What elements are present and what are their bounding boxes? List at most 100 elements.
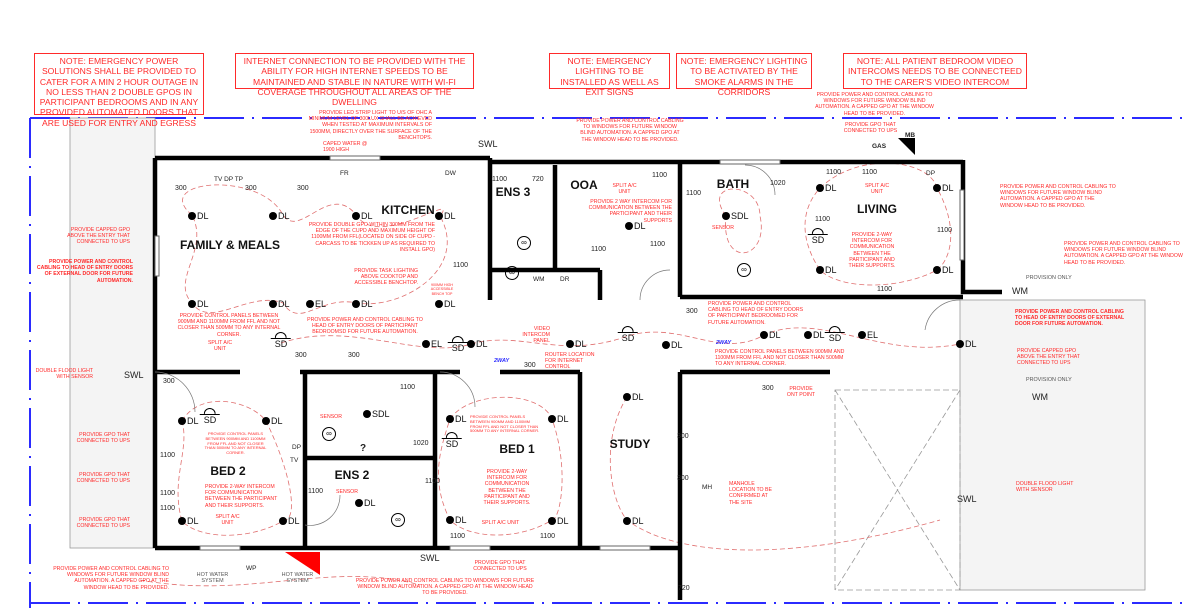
fixture-dot-icon — [760, 331, 768, 339]
annotation-external-door: PROVIDE POWER AND CONTROL CABLING TO HEA… — [36, 259, 133, 284]
paving-areas — [69, 117, 1146, 591]
fixture-label: DL — [288, 516, 300, 526]
fixture-dot-icon — [623, 517, 631, 525]
downlight-icon: DL — [355, 498, 376, 508]
annotation-gpo-ups: PROVIDE GPO THAT CONNECTED TO UPS — [76, 517, 130, 530]
fixture-label: DL — [634, 221, 646, 231]
fixture-label: SD — [445, 439, 459, 449]
fixture-dot-icon — [422, 340, 430, 348]
annotation-split-ac: SPLIT A/C UNIT — [207, 340, 233, 353]
annotation-gpo-ups: PROVIDE GPO THAT CONNECTED TO UPS — [76, 472, 130, 485]
fixture-dot-icon — [804, 331, 812, 339]
downlight-icon: DL — [188, 299, 209, 309]
sensor-downlight-icon: SDL — [722, 211, 749, 221]
downlight-icon: DL — [933, 265, 954, 275]
fixture-label: EL — [867, 330, 879, 340]
exhaust-fan-icon: ∞ — [322, 427, 336, 441]
downlight-icon: DL — [467, 339, 488, 349]
annotation-gpo-ups: PROVIDE GPO THAT CONNECTED TO UPS — [76, 432, 130, 445]
fixture-label: EL — [315, 299, 327, 309]
downlight-icon: DL — [269, 299, 290, 309]
emergency-light-icon: EL — [858, 330, 878, 340]
fixture-label: DL — [271, 416, 283, 426]
fixture-dot-icon — [662, 341, 670, 349]
annotation-bedroom-doors: PROVIDE POWER AND CONTROL CABLING TO HEA… — [708, 301, 804, 326]
wp-label: WP — [246, 565, 257, 572]
room-ooa: OOA — [570, 178, 598, 192]
dimension-label: 1100 — [425, 478, 441, 485]
annotation-window-blind: PROVIDE POWER AND CONTROL CABLING TO WIN… — [355, 578, 535, 597]
dimension-label: 1100 — [937, 227, 953, 234]
annotation-sensor-bath: SENSOR — [712, 225, 734, 231]
exhaust-fan-icon: ∞ — [737, 263, 751, 277]
tv-outlet: TV — [290, 457, 299, 464]
annotation-control-panels: PROVIDE CONTROL PANELS BETWEEN 900MM AND… — [470, 414, 540, 434]
smoke-detector-icon: SD — [441, 432, 462, 449]
dimension-label: 1100 — [453, 262, 469, 269]
smoke-detector-icon: SD — [199, 408, 220, 425]
fixture-label: SD — [274, 339, 288, 349]
fixture-label: DL — [187, 416, 199, 426]
fixture-label: DL — [444, 299, 456, 309]
smoke-detector-symbol — [270, 332, 291, 339]
annotation-sensor: SENSOR — [320, 414, 342, 420]
downlight-icon: DL — [435, 211, 456, 221]
fixture-dot-icon — [548, 517, 556, 525]
downlight-icon: DL — [816, 265, 837, 275]
dimension-label: 300 — [175, 185, 187, 192]
downlight-icon: DL — [623, 392, 644, 402]
fixture-dot-icon — [435, 300, 443, 308]
annotation-split-ac: SPLIT A/C UNIT — [481, 520, 520, 526]
annotation-hot-water: HOT WATER SYSTEM — [196, 572, 229, 585]
fixture-dot-icon — [467, 340, 475, 348]
fixture-dot-icon — [435, 212, 443, 220]
smoke-detector-icon: SD — [270, 332, 291, 349]
dimension-label: 1100 — [650, 241, 666, 248]
gas-meter-label: GAS — [872, 143, 887, 150]
garage-diagonals — [834, 389, 961, 591]
tv-dp-tp-outlets: TV DP TP — [214, 176, 244, 183]
smoke-detector-symbol — [807, 228, 828, 235]
annotation-control-panels: PROVIDE CONTROL PANELS BETWEEN 900MM AND… — [715, 349, 845, 368]
annotation-split-ac: SPLIT A/C UNIT — [864, 183, 890, 196]
fixture-dot-icon — [566, 340, 574, 348]
fixture-dot-icon — [262, 417, 270, 425]
downlight-icon: DL — [804, 330, 825, 340]
fixture-label: DL — [557, 414, 569, 424]
annotation-window-blind: PROVIDE POWER AND CONTROL CABLING TO WIN… — [1064, 241, 1183, 266]
fixture-label: DL — [455, 414, 467, 424]
fixture-label: SD — [203, 415, 217, 425]
room-living: LIVING — [856, 202, 898, 216]
fixture-dot-icon — [933, 266, 941, 274]
fixture-label: DL — [825, 265, 837, 275]
two-way-label: 2WAY — [716, 340, 732, 346]
annotation-capped-gpo-entry: PROVIDE CAPPED GPO ABOVE THE ENTRY THAT … — [67, 227, 130, 246]
dimension-label: 300 — [348, 352, 360, 359]
fixture-dot-icon — [816, 184, 824, 192]
smoke-detector-symbol — [447, 336, 468, 343]
annotation-flood-light: DOUBLE FLOOD LIGHT WITH SENSOR — [35, 368, 93, 381]
downlight-icon: DL — [279, 516, 300, 526]
fixture-label: DL — [942, 183, 954, 193]
downlight-icon: DL — [178, 516, 199, 526]
downlight-icon: DL — [178, 416, 199, 426]
dimension-label: 300 — [677, 433, 689, 440]
fixture-label: DL — [575, 339, 587, 349]
fixture-dot-icon — [548, 415, 556, 423]
downlight-icon: DL — [352, 299, 373, 309]
dimension-label: 1100 — [160, 505, 176, 512]
water-meter-label: WM — [1032, 392, 1048, 402]
annotation-hot-water: HOT WATER SYSTEM — [281, 572, 314, 585]
annotation-double-gpo: PROVIDE DOUBLE GPO WITHIN 300MM FROM THE… — [308, 222, 435, 253]
fixture-dot-icon — [355, 499, 363, 507]
fixture-dot-icon — [279, 517, 287, 525]
fixture-label: SD — [828, 333, 842, 343]
fixture-dot-icon — [625, 222, 633, 230]
annotation-router: ROUTER LOCATION FOR INTERNET CONTROL — [545, 352, 595, 371]
dimension-label: 1100 — [160, 452, 176, 459]
annotation-ont-point: PROVIDE ONT POINT — [786, 386, 816, 399]
annotation-provision-only: PROVISION ONLY — [1026, 275, 1072, 281]
fridge-label: FR — [340, 170, 349, 177]
fixture-dot-icon — [956, 340, 964, 348]
dimension-label: 1100 — [862, 169, 878, 176]
